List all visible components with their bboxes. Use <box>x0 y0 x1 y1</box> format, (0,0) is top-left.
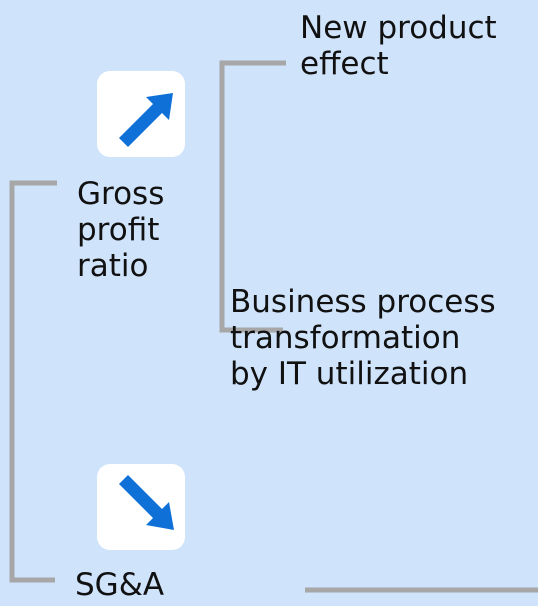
new-product-effect-label-line-2: effect <box>300 46 389 82</box>
business-process-label-line-1: Business process <box>230 284 496 320</box>
up-right-arrow-icon <box>119 93 173 147</box>
gross-profit-ratio-trend-tile <box>97 71 185 157</box>
new-product-effect-label: New product effect <box>300 10 538 82</box>
sga-trend-tile <box>97 464 185 550</box>
gross-profit-ratio-label-line-2: profit <box>77 212 160 248</box>
gross-profit-ratio-label: Gross profit ratio <box>77 176 177 284</box>
new-product-to-business-process-connector <box>219 60 286 333</box>
gross-profit-ratio-label-line-3: ratio <box>77 248 149 284</box>
new-product-effect-label-line-1: New product <box>300 10 497 46</box>
business-process-label-line-2: transformation <box>230 320 461 356</box>
down-right-arrow-icon <box>119 475 174 530</box>
sga-label: SG&A <box>75 567 165 603</box>
gross-to-sga-connector <box>9 180 57 583</box>
business-process-transformation-label: Business process transformation by IT ut… <box>230 284 538 392</box>
gross-profit-ratio-label-line-1: Gross <box>77 176 165 212</box>
business-process-label-line-3: by IT utilization <box>230 356 469 392</box>
